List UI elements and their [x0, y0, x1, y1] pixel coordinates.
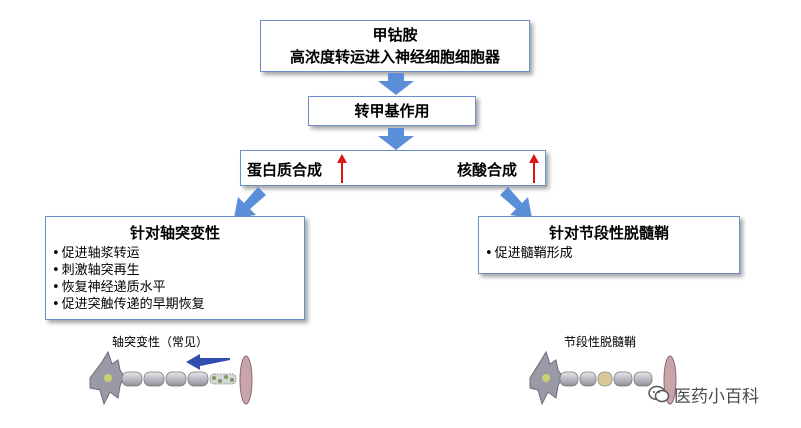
watermark: 医药小百科	[648, 382, 759, 407]
protein-synthesis-label: 蛋白质合成	[247, 161, 323, 179]
segment-caption: 节段性脱髓鞘	[564, 335, 637, 349]
axon-items-list: 促进轴浆转运 刺激轴突再生 恢复神经递质水平 促进突触传递的早期恢复	[52, 245, 304, 313]
list-item: 促进轴浆转运	[52, 245, 304, 262]
wechat-bubble-icon	[648, 385, 670, 403]
axon-degeneration-box: 针对轴突变性 促进轴浆转运 刺激轴突再生 恢复神经递质水平 促进突触传递的早期恢…	[45, 216, 305, 320]
methyl-box: 转甲基作用	[308, 96, 476, 126]
down-arrow-2	[378, 128, 414, 150]
top-box-line2: 高浓度转运进入神经细胞细胞器	[289, 48, 500, 66]
nucleic-up-arrow-icon	[529, 154, 539, 183]
list-item: 恢复神经递质水平	[52, 279, 304, 296]
list-item: 促进突触传递的早期恢复	[52, 296, 304, 313]
segmental-demyelination-neuron-illustration	[529, 350, 677, 406]
nucleic-acid-synthesis-label: 核酸合成	[457, 161, 518, 179]
diagonal-arrow-left	[234, 187, 266, 218]
axon-box-title: 针对轴突变性	[129, 224, 220, 242]
list-item: 刺激轴突再生	[52, 262, 304, 279]
segment-items-list: 促进髓鞘形成	[485, 245, 739, 262]
down-arrow-1	[378, 73, 414, 95]
top-box-line1: 甲钴胺	[372, 26, 418, 44]
top-box: 甲钴胺 高浓度转运进入神经细胞细胞器	[260, 20, 530, 72]
watermark-text: 医药小百科	[674, 386, 759, 407]
protein-up-arrow-icon	[337, 154, 347, 183]
methyl-label: 转甲基作用	[354, 102, 430, 120]
segmental-demyelination-box: 针对节段性脱髓鞘 促进髓鞘形成	[478, 216, 740, 274]
synthesis-box: 蛋白质合成 核酸合成	[240, 150, 546, 186]
axon-caption: 轴突变性（常见）	[112, 335, 209, 349]
segment-box-title: 针对节段性脱髓鞘	[548, 224, 669, 242]
diagonal-arrow-right	[500, 187, 532, 218]
list-item: 促进髓鞘形成	[485, 245, 739, 262]
axon-degeneration-neuron-illustration	[89, 350, 253, 406]
